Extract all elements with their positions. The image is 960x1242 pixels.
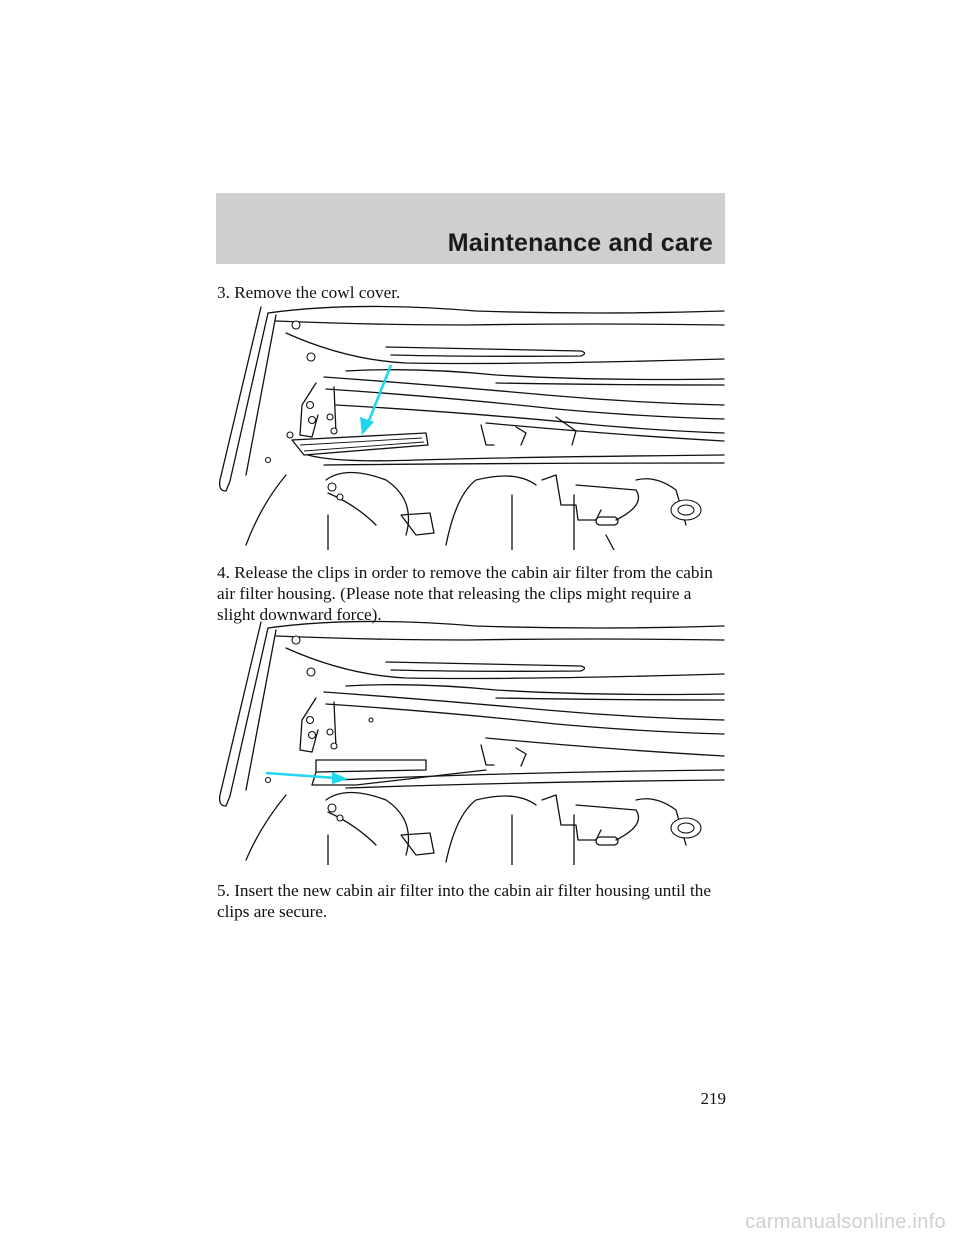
step-3-text: 3. Remove the cowl cover.: [217, 283, 401, 302]
filter-slide-arrow-icon: [265, 771, 348, 784]
engine-bay-lines: [218, 305, 725, 550]
engine-bay-lines: [218, 620, 725, 865]
watermark: carmanualsonline.info: [745, 1211, 946, 1233]
page-number: 219: [700, 1089, 727, 1108]
section-title: Maintenance and care: [447, 229, 713, 257]
step-4-text: 4. Release the clips in order to remove …: [217, 563, 713, 624]
cabin-air-filter-illustration: [218, 620, 725, 865]
section-header-band: Maintenance and care: [216, 193, 725, 264]
step-5-text: 5. Insert the new cabin air filter into …: [217, 881, 711, 921]
removal-arrow-icon: [360, 364, 393, 435]
cowl-cover-illustration: [218, 305, 725, 550]
